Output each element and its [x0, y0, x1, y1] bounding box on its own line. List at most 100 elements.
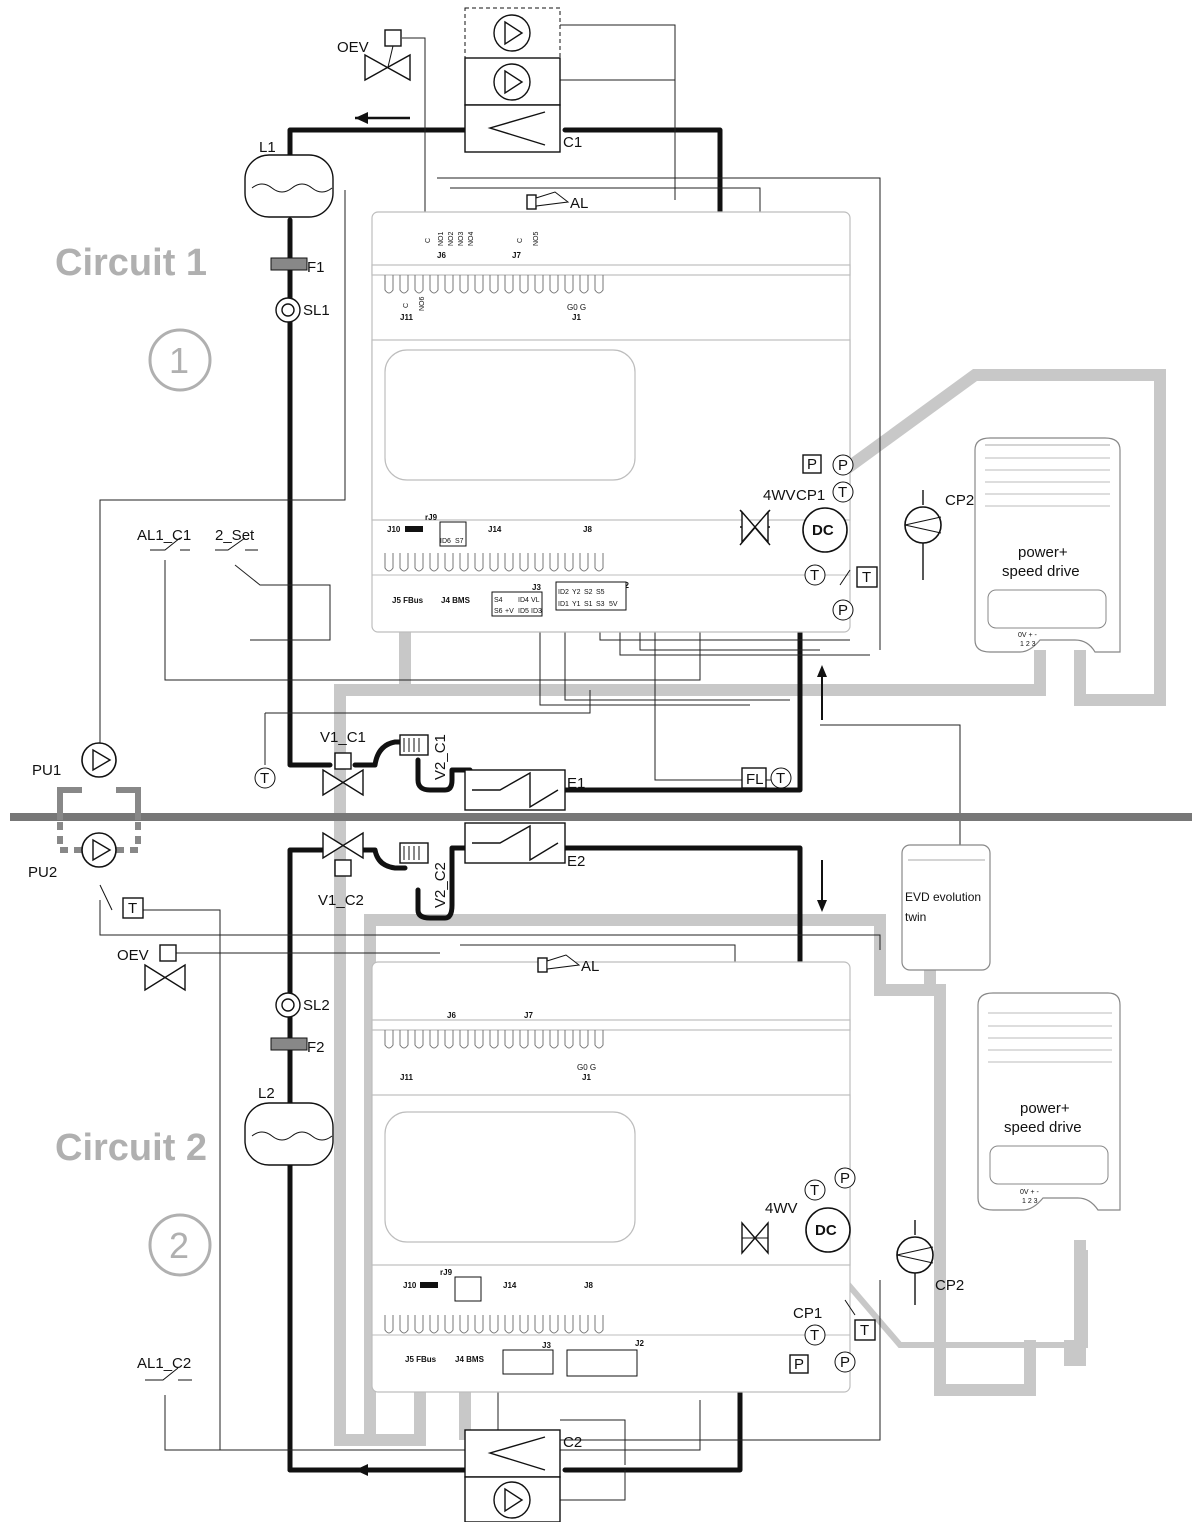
compressor-cp1-2 [805, 1207, 851, 1253]
term-s7: S7 [455, 538, 464, 545]
drive-1-line1: power+ [1018, 544, 1068, 561]
label-pu2: PU2 [28, 864, 57, 881]
svg-text:P: P [840, 1170, 850, 1187]
label-cp2-2: CP2 [935, 1277, 964, 1294]
j3-vl: VL [531, 597, 540, 604]
svg-text:P: P [838, 457, 848, 474]
label-j6: J6 [437, 251, 446, 260]
temp-probe-water [254, 767, 276, 789]
drive-1-pins: 0V + - [1018, 632, 1038, 639]
pressure-probe-2a [834, 1167, 856, 1189]
label-j14: J14 [488, 525, 502, 534]
term-g0g-2: G0 G [577, 1063, 596, 1072]
svg-text:T: T [776, 770, 785, 787]
label-j5: J5 FBus [392, 596, 424, 605]
thermostat-1 [856, 566, 878, 588]
term-c-j11: C [403, 303, 410, 308]
pressure-probe-1b [832, 599, 854, 621]
temp-probe-1b [804, 564, 826, 586]
j2-id2: ID2 [558, 589, 569, 596]
term-no4: NO4 [468, 232, 475, 247]
circuit-1-number: 1 [169, 340, 189, 381]
label-j8: J8 [583, 525, 592, 534]
j3-id5: ID5 [518, 608, 529, 615]
controller-1 [371, 211, 851, 633]
circuit-2-badge [148, 1213, 212, 1277]
label-oev-1: OEV [337, 39, 369, 56]
valve-v1-c1-icon [322, 768, 364, 797]
pressure-switch-1 [802, 454, 822, 474]
svg-text:P: P [840, 1354, 850, 1371]
flow-switch-fl [741, 767, 767, 789]
label-4wv-2: 4WV [765, 1200, 798, 1217]
label-j8-2: J8 [584, 1281, 593, 1290]
middle-components: PU1 PU2 T V1_C1 V1_C2 V2_C1 V2_C2 E1 E2 … [28, 729, 827, 912]
compressor-cp1 [802, 507, 848, 553]
label-j11: J11 [400, 313, 413, 322]
drive-2: power+ speed drive 0V + - 1 2 3 [977, 992, 1121, 1211]
j2-s3: S3 [596, 601, 605, 608]
label-j5-2: J5 FBus [405, 1355, 437, 1364]
label-v1-c2: V1_C2 [318, 892, 364, 909]
term-no3: NO3 [458, 232, 465, 247]
label-j3-2: J3 [542, 1341, 551, 1350]
label-cp1-2: CP1 [793, 1305, 822, 1322]
label-oev-2: OEV [117, 947, 149, 964]
j3-s4: S4 [494, 597, 503, 604]
filter-f1 [270, 257, 308, 271]
valve-oev-2-icon [144, 963, 186, 992]
switch-2-set-icon [215, 537, 258, 551]
circuit-separator [10, 813, 1192, 821]
terminals-controller-1: C NO1 NO2 NO3 NO4 J6 C NO5 J7 C NO6 J11 … [387, 232, 629, 617]
label-j10: J10 [387, 525, 401, 534]
label-al-1: AL [570, 195, 588, 212]
temp-probe-out [770, 767, 792, 789]
label-j1-2: J1 [582, 1073, 591, 1082]
label-al-2: AL [581, 958, 599, 975]
label-j11-2: J11 [400, 1073, 413, 1082]
receiver-l2 [244, 1102, 334, 1166]
label-j14-2: J14 [503, 1281, 517, 1290]
drive-1-display [987, 589, 1107, 629]
label-j6-2: J6 [447, 1011, 456, 1020]
condenser-c1 [464, 104, 561, 153]
label-v2-c1: V2_C1 [432, 734, 449, 780]
label-j9: rJ9 [425, 513, 438, 522]
switch-al1-c2-icon [145, 1367, 192, 1381]
label-cp2-1: CP2 [945, 492, 974, 509]
j2-s2: S2 [584, 589, 593, 596]
term-id6: ID6 [440, 538, 451, 545]
term-c-j7: C [517, 238, 524, 243]
j3-id4: ID4 [518, 597, 529, 604]
label-e1: E1 [567, 775, 585, 792]
switch-al1-c1-icon [150, 537, 190, 551]
drive-2-line1: power+ [1020, 1100, 1070, 1117]
fan-pump-icon [493, 14, 531, 52]
alarm-horn-icon-1 [535, 191, 570, 207]
label-v2-c2: V2_C2 [432, 862, 449, 908]
circuit-2-number: 2 [169, 1225, 189, 1266]
label-f1: F1 [307, 259, 325, 276]
label-dc-1: DC [812, 522, 834, 539]
label-pu1: PU1 [32, 762, 61, 779]
pressure-probe-1a [832, 454, 854, 476]
receiver-l1 [244, 154, 334, 218]
svg-text:FL: FL [746, 771, 764, 788]
label-f2: F2 [307, 1039, 325, 1056]
alarm-horn-icon-2 [546, 954, 581, 970]
term-no5: NO5 [533, 232, 540, 247]
drive-1-line2: speed drive [1002, 563, 1080, 580]
term-c: C [425, 238, 432, 243]
fan-cp2-2 [896, 1236, 934, 1274]
j3-plusv: +V [505, 608, 514, 615]
svg-text:T: T [860, 1322, 869, 1339]
drive-2-line2: speed drive [1004, 1119, 1082, 1136]
label-e2: E2 [567, 853, 585, 870]
label-dc-2: DC [815, 1222, 837, 1239]
j2-s5: S5 [596, 589, 605, 596]
label-c1: C1 [563, 134, 582, 151]
term-g0g: G0 G [567, 303, 586, 312]
label-j4: J4 BMS [441, 596, 471, 605]
label-c2: C2 [563, 1434, 582, 1451]
